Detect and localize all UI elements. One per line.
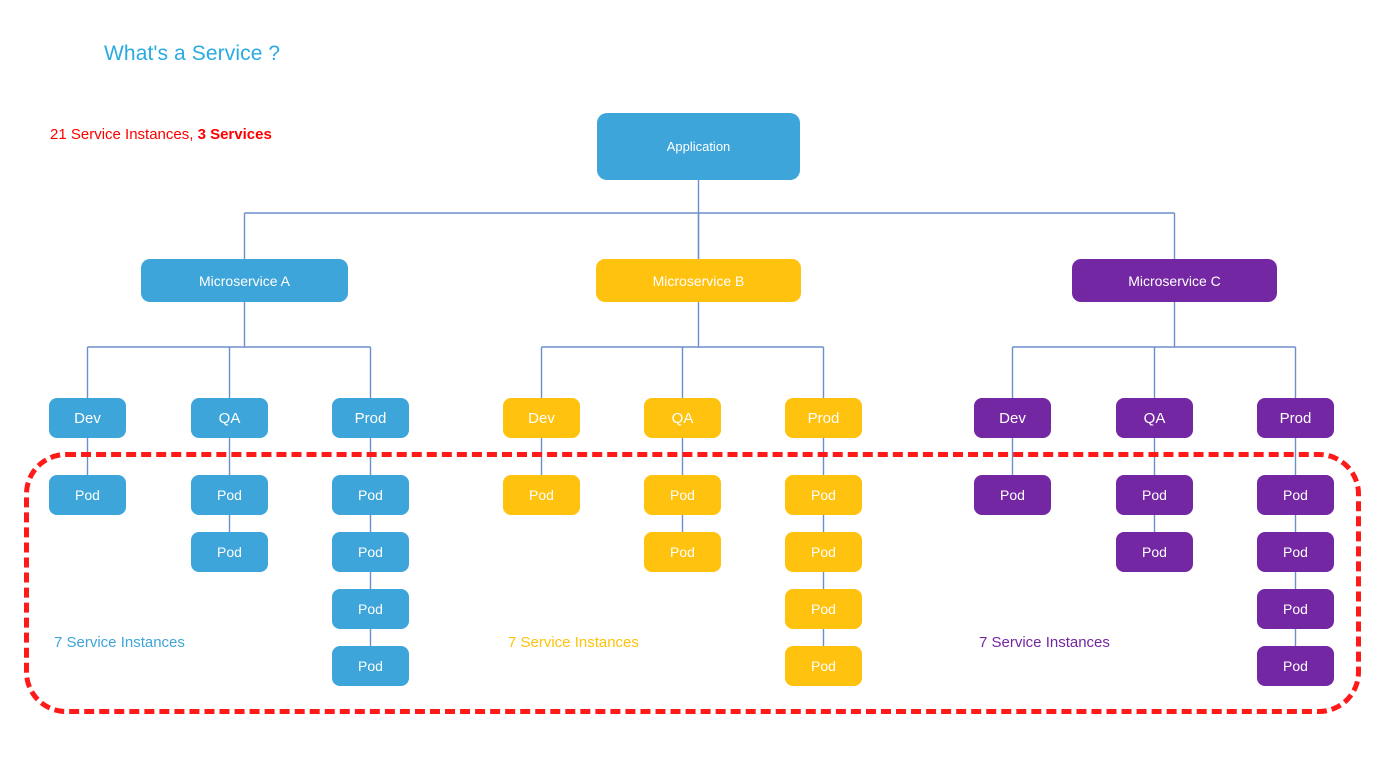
environment-node-b-prod[interactable]: Prod <box>785 398 862 438</box>
pod-node-b-prod-4[interactable]: Pod <box>785 646 862 686</box>
page-title: What's a Service ? <box>104 42 281 65</box>
pod-node-b-dev-1[interactable]: Pod <box>503 475 580 515</box>
pod-node-c-qa-1[interactable]: Pod <box>1116 475 1193 515</box>
instances-label-b: 7 Service Instances <box>508 634 639 651</box>
pod-node-a-qa-2[interactable]: Pod <box>191 532 268 572</box>
environment-node-c-qa[interactable]: QA <box>1116 398 1193 438</box>
environment-node-a-prod[interactable]: Prod <box>332 398 409 438</box>
instances-label-a: 7 Service Instances <box>54 634 185 651</box>
instances-label-c: 7 Service Instances <box>979 634 1110 651</box>
microservice-node-b[interactable]: Microservice B <box>596 259 801 302</box>
pod-node-b-prod-3[interactable]: Pod <box>785 589 862 629</box>
total-instances-text: 21 Service Instances, <box>50 126 198 143</box>
pod-node-b-qa-2[interactable]: Pod <box>644 532 721 572</box>
pod-node-a-prod-1[interactable]: Pod <box>332 475 409 515</box>
environment-node-a-qa[interactable]: QA <box>191 398 268 438</box>
pod-node-c-prod-4[interactable]: Pod <box>1257 646 1334 686</box>
pod-node-b-qa-1[interactable]: Pod <box>644 475 721 515</box>
microservice-node-c[interactable]: Microservice C <box>1072 259 1277 302</box>
totals-summary: 21 Service Instances, 3 Services <box>50 126 272 143</box>
environment-node-b-dev[interactable]: Dev <box>503 398 580 438</box>
pod-node-a-prod-4[interactable]: Pod <box>332 646 409 686</box>
pod-node-b-prod-1[interactable]: Pod <box>785 475 862 515</box>
pod-node-a-qa-1[interactable]: Pod <box>191 475 268 515</box>
total-services-text: 3 Services <box>197 126 272 143</box>
pod-node-a-prod-3[interactable]: Pod <box>332 589 409 629</box>
pod-node-c-qa-2[interactable]: Pod <box>1116 532 1193 572</box>
pod-node-c-prod-1[interactable]: Pod <box>1257 475 1334 515</box>
environment-node-c-prod[interactable]: Prod <box>1257 398 1334 438</box>
pod-node-c-dev-1[interactable]: Pod <box>974 475 1051 515</box>
pod-node-c-prod-2[interactable]: Pod <box>1257 532 1334 572</box>
pod-node-a-dev-1[interactable]: Pod <box>49 475 126 515</box>
environment-node-b-qa[interactable]: QA <box>644 398 721 438</box>
environment-node-a-dev[interactable]: Dev <box>49 398 126 438</box>
application-node[interactable]: Application <box>597 113 800 180</box>
microservice-node-a[interactable]: Microservice A <box>141 259 348 302</box>
environment-node-c-dev[interactable]: Dev <box>974 398 1051 438</box>
pod-node-a-prod-2[interactable]: Pod <box>332 532 409 572</box>
pod-node-c-prod-3[interactable]: Pod <box>1257 589 1334 629</box>
pod-node-b-prod-2[interactable]: Pod <box>785 532 862 572</box>
